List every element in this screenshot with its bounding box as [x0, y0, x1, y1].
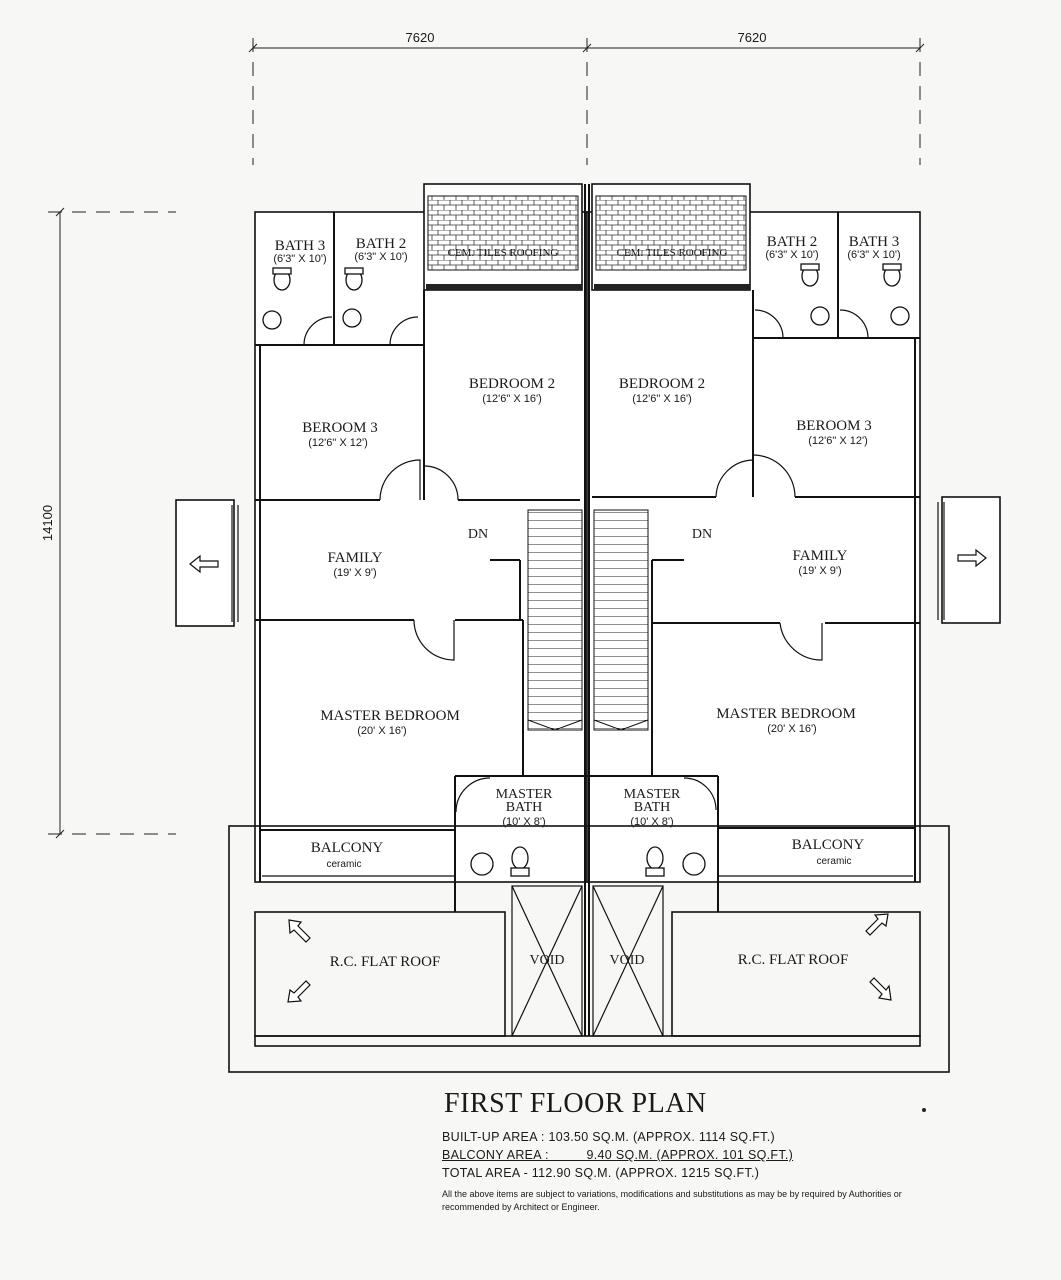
bedroom3-right-size: (12'6" X 12') [808, 435, 867, 447]
master-bedroom-left-size: (20' X 16') [357, 725, 406, 737]
roof-tiles-right [595, 195, 747, 271]
built-up-area: BUILT-UP AREA : 103.50 SQ.M. (APPROX. 11… [442, 1130, 775, 1144]
bedroom3-left-size: (12'6" X 12') [308, 437, 367, 449]
bath3-left-label: BATH 3 [275, 238, 325, 254]
bedroom3-left-label: BEROOM 3 [302, 420, 377, 436]
stairs-down-left-label: DN [468, 527, 488, 542]
bedroom3-right-label: BEROOM 3 [796, 418, 871, 434]
bath2-left-size: (6'3" X 10') [354, 251, 407, 263]
master-bath-right-label-1: MASTER [624, 787, 681, 802]
dimension-lines [48, 38, 925, 839]
master-bath-right-label-2: BATH [634, 800, 671, 815]
arrow-diagonal-icon [287, 980, 311, 1003]
arrow-diagonal-icon [288, 919, 311, 943]
disclaimer-note: All the above items are subject to varia… [442, 1189, 902, 1212]
stairs-down-right-label: DN [692, 527, 712, 542]
family-right-label: FAMILY [793, 548, 848, 564]
master-bath-left-label-1: MASTER [496, 787, 553, 802]
balcony-left-label: BALCONY [311, 840, 384, 856]
flat-roof-left-label: R.C. FLAT ROOF [330, 954, 441, 970]
roof-tiles-right-label: CEM. TILES ROOFING [617, 247, 728, 259]
bath3-right-size: (6'3" X 10') [847, 249, 900, 261]
dimension-top-right: 7620 [738, 30, 767, 45]
family-left-label: FAMILY [328, 550, 383, 566]
arrow-diagonal-icon [869, 977, 892, 1001]
void-left-label: VOID [530, 953, 565, 968]
plan-title: FIRST FLOOR PLAN [444, 1088, 707, 1119]
staircase-left [527, 509, 583, 731]
stray-dot [922, 1108, 926, 1112]
balcony-right-finish: ceramic [816, 856, 851, 867]
bath2-right-size: (6'3" X 10') [765, 249, 818, 261]
arrow-right-icon [957, 548, 987, 568]
flat-roof-right-label: R.C. FLAT ROOF [738, 952, 849, 968]
master-bedroom-right-size: (20' X 16') [767, 723, 816, 735]
bath3-right-label: BATH 3 [849, 234, 899, 250]
family-right-size: (19' X 9') [798, 565, 841, 577]
balcony-right-label: BALCONY [792, 837, 865, 853]
staircase-right [593, 509, 649, 731]
void-areas [511, 885, 664, 1037]
void-right-label: VOID [610, 953, 645, 968]
family-left-size: (19' X 9') [333, 567, 376, 579]
roof-tiles-left [427, 195, 579, 271]
dimension-top-left: 7620 [406, 30, 435, 45]
roof-tiles-left-label: CEM. TILES ROOFING [448, 247, 559, 259]
master-bedroom-left-label: MASTER BEDROOM [320, 708, 460, 724]
sanitary-fixtures [262, 263, 910, 877]
arrow-left-icon [189, 554, 219, 574]
bedroom2-right-label: BEDROOM 2 [619, 376, 705, 392]
master-bath-right-size: (10' X 8') [630, 816, 673, 828]
balcony-area: BALCONY AREA : 9.40 SQ.M. (APPROX. 101 S… [442, 1148, 794, 1162]
bedroom2-left-label: BEDROOM 2 [469, 376, 555, 392]
bedroom2-left-size: (12'6" X 16') [482, 393, 541, 405]
master-bedroom-right-label: MASTER BEDROOM [716, 706, 856, 722]
master-bath-left-size: (10' X 8') [502, 816, 545, 828]
balcony-left-finish: ceramic [326, 859, 361, 870]
total-area: TOTAL AREA - 112.90 SQ.M. (APPROX. 1215 … [442, 1166, 760, 1180]
dimension-side: 14100 [40, 505, 55, 541]
bath2-right-label: BATH 2 [767, 234, 817, 250]
interior-walls [255, 184, 920, 1036]
bath2-left-label: BATH 2 [356, 236, 406, 252]
bedroom2-right-size: (12'6" X 16') [632, 393, 691, 405]
door-swings [303, 309, 869, 813]
arrow-diagonal-icon [865, 913, 889, 936]
bath3-left-size: (6'3" X 10') [273, 253, 326, 265]
plan-caption: FIRST FLOOR PLAN BUILT-UP AREA : 103.50 … [442, 1088, 1042, 1214]
master-bath-left-label-2: BATH [506, 800, 543, 815]
arrow-icons [189, 548, 987, 1003]
